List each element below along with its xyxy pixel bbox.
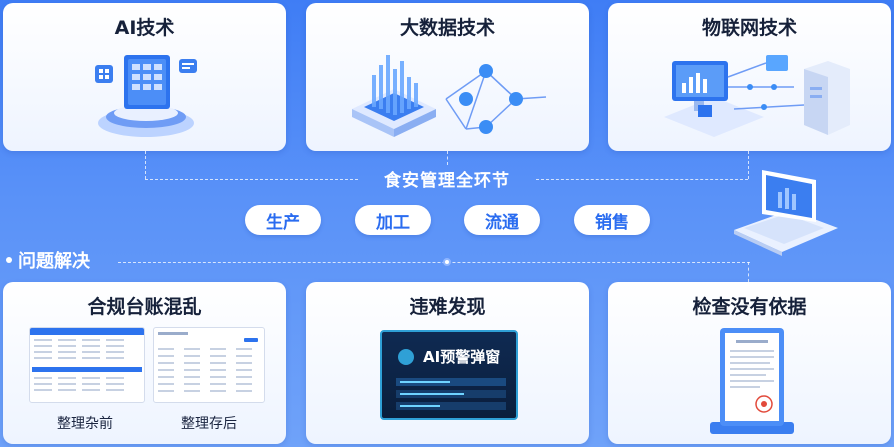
card-ledger-chaos-title: 合规台账混乱 [87,296,202,318]
caption-after: 整理存后 [181,416,237,432]
connector-left-vertical [145,151,146,179]
alert-content-bars [396,378,506,410]
ledger-after-table [153,327,265,403]
connector-right-horizontal [536,179,748,180]
connector-center-vertical [447,151,448,165]
problem-solving-text: 问题解决 [18,251,90,272]
bigdata-network-icon [352,55,547,137]
connector-left-horizontal [145,179,358,180]
caption-before: 整理杂前 [57,416,113,432]
connector-right-vertical [748,151,749,179]
iot-devices-icon [664,55,850,137]
problem-connector [118,262,750,263]
card-no-inspection-basis-title: 检查没有依据 [692,296,807,318]
step-sales: 销售 [574,205,650,235]
step-distribution: 流通 [464,205,540,235]
connector-dot-center [443,258,451,266]
alert-badge-icon [397,348,414,365]
step-processing: 加工 [355,205,431,235]
card-iot-tech: 物联网技术 [608,3,891,151]
card-ledger-chaos: 合规台账混乱 [3,282,286,444]
ai-alert-popup: AI预警弹窗 [380,330,518,420]
problem-connector-right [748,262,749,282]
bullet-dot-icon [6,257,12,263]
ai-alert-title: AI预警弹窗 [382,346,516,367]
card-bigdata-tech: 大数据技术 [306,3,589,151]
card-ai-tech-title: AI技术 [114,17,175,39]
food-safety-chain-label: 食安管理全环节 [384,170,510,191]
computer-icon [734,170,838,256]
ai-chip-icon [95,55,197,137]
card-ai-tech: AI技术 [3,3,286,151]
problem-solving-label: 问题解决 [6,247,90,273]
step-production: 生产 [245,205,321,235]
card-no-inspection-basis: 检查没有依据 [608,282,891,444]
ledger-before-table [29,327,145,403]
card-hard-to-detect-title: 违难发现 [409,296,486,318]
card-bigdata-tech-title: 大数据技术 [399,17,495,39]
card-iot-tech-title: 物联网技术 [701,17,797,39]
certificate-document-icon [710,328,794,434]
